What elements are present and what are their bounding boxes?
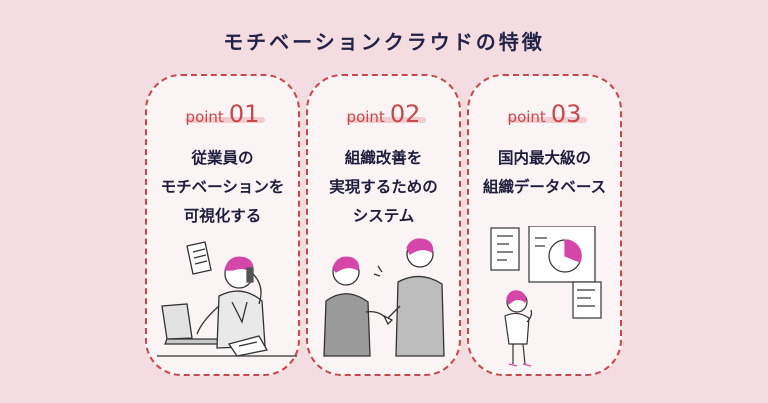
description-line: 国内最大級の <box>497 149 591 167</box>
feature-description: 従業員の モチベーションを 可視化する <box>147 144 298 231</box>
feature-card-3: point 03 国内最大級の 組織データベース <box>467 74 622 376</box>
page-title: モチベーションクラウドの特徴 <box>223 30 545 54</box>
feature-card-1: point 01 従業員の モチベーションを 可視化する <box>145 74 300 376</box>
description-line: 従業員の <box>191 149 254 167</box>
point-label: point 03 <box>469 100 620 128</box>
description-line: 可視化する <box>183 207 262 225</box>
office-worker-illustration <box>157 241 297 357</box>
description-line: システム <box>352 207 415 225</box>
description-line: 実現するための <box>329 178 438 196</box>
description-line: 組織改善を <box>344 149 423 167</box>
feature-description: 組織改善を 実現するための システム <box>308 144 459 231</box>
point-word: point <box>507 108 546 126</box>
point-highlight <box>346 117 426 123</box>
point-number: 03 <box>550 100 582 128</box>
point-number: 02 <box>389 100 421 128</box>
point-label: point 01 <box>147 100 298 128</box>
point-highlight <box>185 117 265 123</box>
description-line: 組織データベース <box>482 178 607 196</box>
point-number: 01 <box>228 100 260 128</box>
feature-description: 国内最大級の 組織データベース <box>469 144 620 202</box>
description-line: モチベーションを <box>160 178 285 196</box>
data-analysis-illustration <box>490 226 602 367</box>
feature-card-2: point 02 組織改善を 実現するための システム <box>306 74 461 376</box>
point-word: point <box>185 108 224 126</box>
point-word: point <box>346 108 385 126</box>
point-label: point 02 <box>308 100 459 128</box>
point-highlight <box>507 117 587 123</box>
handshake-illustration <box>323 238 445 357</box>
